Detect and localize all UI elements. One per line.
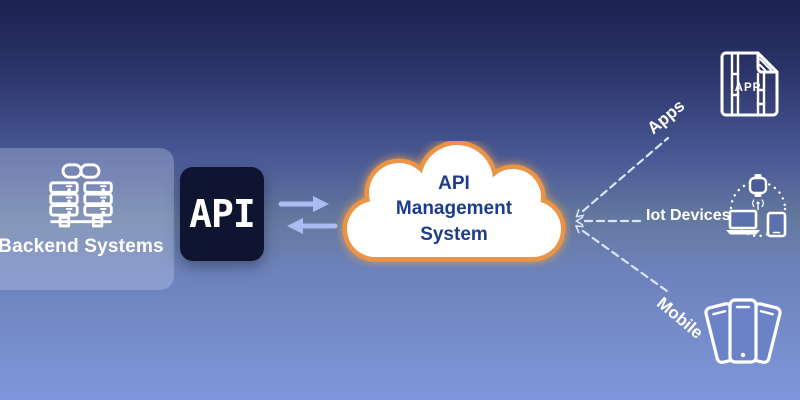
backend-systems-label: Backend Systems	[0, 236, 164, 257]
iot-devices-icon	[726, 174, 787, 238]
app-file-icon-text: APP	[735, 82, 762, 94]
mobile-phones-icon	[704, 298, 782, 364]
backend-systems-panel: Backend Systems	[0, 148, 174, 290]
dashed-connectors	[555, 136, 670, 293]
cloud-title-line2: Management	[395, 198, 513, 220]
iot-devices-label: Iot Devices	[646, 207, 731, 224]
cloud-title: API Management System	[337, 141, 571, 267]
api-box-label: API	[189, 192, 256, 236]
cloud-shape-icon	[342, 141, 566, 262]
api-management-cloud: API Management System	[337, 141, 571, 267]
app-file-icon: APP	[720, 51, 779, 117]
connector-to-mobile	[583, 231, 669, 293]
cloud-title-line3: System	[420, 223, 488, 245]
cloud-title-line1: API	[438, 173, 470, 195]
api-gateway-box: API	[180, 167, 264, 261]
linked-servers-icon	[49, 163, 113, 228]
connector-to-apps	[583, 136, 670, 211]
bidirectional-arrows-icon	[278, 196, 338, 234]
